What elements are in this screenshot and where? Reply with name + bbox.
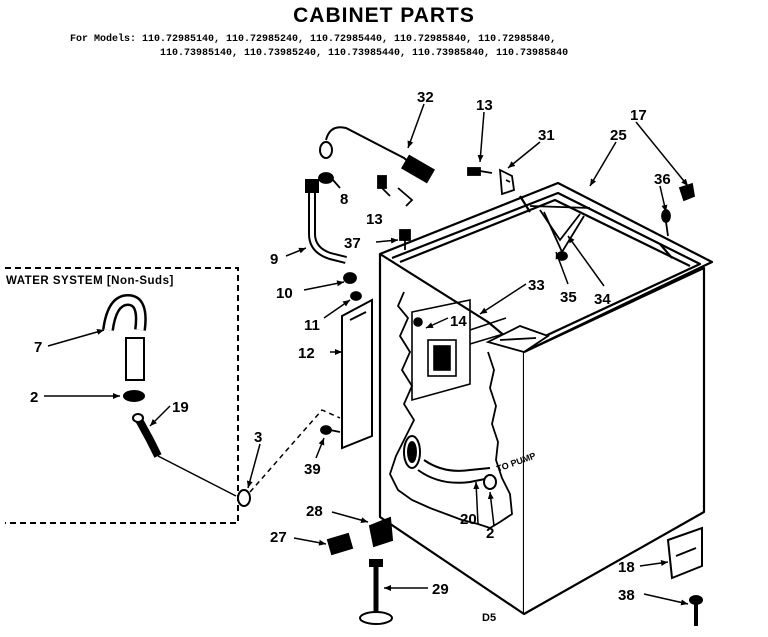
timer-mount bbox=[411, 299, 511, 402]
callout-18: 18 bbox=[618, 559, 635, 576]
screw-part-36 bbox=[661, 209, 671, 237]
callout-8: 8 bbox=[340, 191, 348, 208]
screw-part-13-left bbox=[377, 175, 414, 207]
drain-hose-part-20 bbox=[403, 435, 491, 484]
callout-17: 17 bbox=[630, 107, 647, 124]
model-list: For Models: 110.72985140, 110.72985240, … bbox=[70, 33, 710, 61]
callout-11: 11 bbox=[304, 317, 320, 334]
hose-part-7 bbox=[102, 293, 147, 381]
callout-36: 36 bbox=[654, 171, 671, 188]
model-list-line-2: 110.73985140, 110.73985240, 110.73985440… bbox=[160, 48, 569, 59]
callout-33: 33 bbox=[528, 277, 545, 294]
interior-bracket bbox=[485, 325, 550, 353]
callout-10: 10 bbox=[276, 285, 293, 302]
callout-2-pump: 2 bbox=[486, 525, 494, 542]
callout-2-water: 2 bbox=[30, 389, 38, 406]
callout-35: 35 bbox=[560, 289, 577, 306]
bracket-part-31 bbox=[498, 168, 515, 196]
cabinet-cutaway bbox=[389, 291, 513, 529]
fitting-part-19 bbox=[132, 413, 162, 458]
leveling-leg-part-29 bbox=[359, 559, 393, 625]
screw-part-13-top bbox=[467, 167, 493, 176]
cabinet-body bbox=[378, 181, 714, 616]
ring-part-2-pump bbox=[483, 474, 497, 490]
ring-part-2-water bbox=[123, 390, 145, 402]
hose-clamp-part-8 bbox=[318, 172, 341, 189]
page-code: D5 bbox=[482, 612, 497, 624]
callout-39: 39 bbox=[304, 461, 321, 478]
callout-25: 25 bbox=[610, 127, 627, 144]
callout-31: 31 bbox=[538, 127, 555, 144]
screw-part-37 bbox=[399, 229, 411, 250]
model-list-line-1: For Models: 110.72985140, 110.72985240, … bbox=[70, 34, 557, 45]
page-title: CABINET PARTS bbox=[293, 4, 475, 27]
screw-part-39 bbox=[320, 425, 341, 435]
callout-27: 27 bbox=[270, 529, 287, 546]
callout-20: 20 bbox=[460, 511, 477, 528]
callout-29: 29 bbox=[432, 581, 449, 598]
callout-9: 9 bbox=[270, 251, 278, 268]
clip-part-17 bbox=[678, 182, 696, 202]
hose-part-9 bbox=[305, 179, 347, 264]
callout-37: 37 bbox=[344, 235, 361, 252]
fitting-part-10 bbox=[343, 272, 357, 284]
callout-12: 12 bbox=[298, 345, 315, 362]
callout-13-top: 13 bbox=[476, 97, 493, 114]
callout-7: 7 bbox=[34, 339, 42, 356]
callout-14: 14 bbox=[450, 313, 467, 330]
bracket-part-28 bbox=[368, 516, 394, 548]
callout-38: 38 bbox=[618, 587, 635, 604]
screw-part-38 bbox=[689, 595, 703, 626]
water-system-title: WATER SYSTEM [Non-Suds] bbox=[6, 275, 174, 287]
connector-line bbox=[249, 409, 341, 493]
callout-3: 3 bbox=[254, 429, 262, 446]
callout-13-left: 13 bbox=[366, 211, 383, 228]
bracket-part-18 bbox=[666, 526, 703, 580]
callout-19: 19 bbox=[172, 399, 189, 416]
water-system-box bbox=[5, 267, 239, 524]
callout-32: 32 bbox=[417, 89, 434, 106]
panel-part-12 bbox=[341, 298, 373, 450]
suspension-part-34 bbox=[529, 205, 591, 261]
callout-34: 34 bbox=[594, 291, 611, 308]
block-part-27 bbox=[326, 532, 354, 556]
fitting-part-11 bbox=[350, 291, 362, 301]
water-hose-line bbox=[157, 455, 237, 497]
leader-lines bbox=[44, 103, 689, 606]
wiring-harness-part-32 bbox=[319, 126, 435, 184]
washer-part-3 bbox=[237, 489, 251, 507]
callout-28: 28 bbox=[306, 503, 323, 520]
